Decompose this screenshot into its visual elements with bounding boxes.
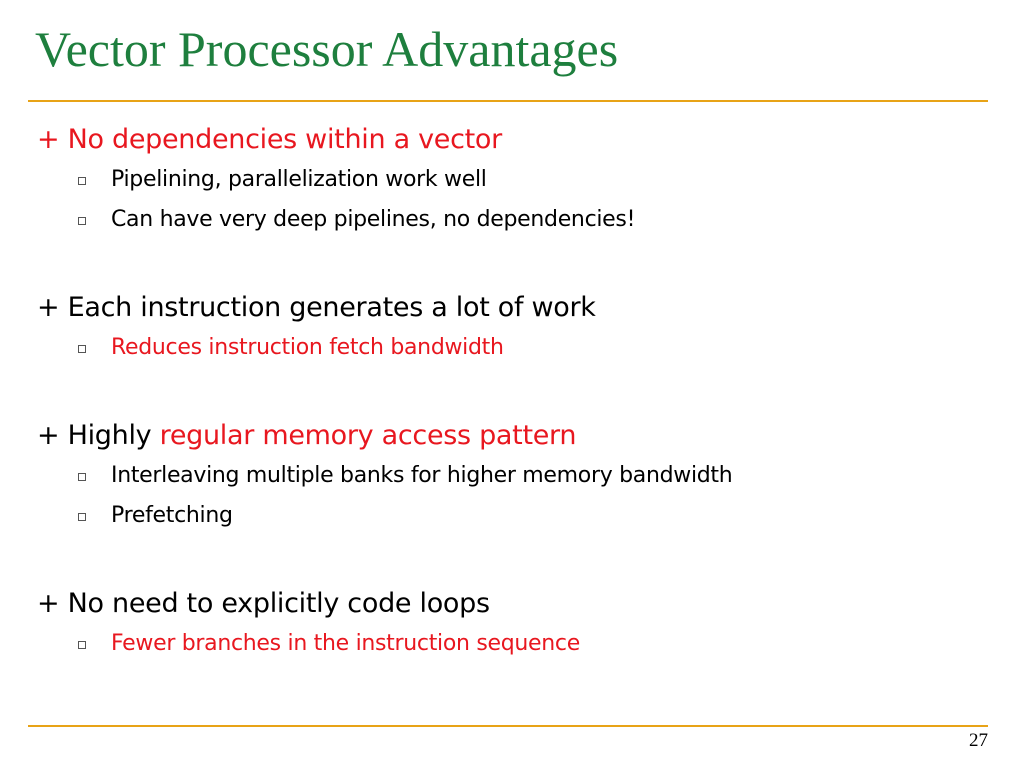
subbullet-interleaving: Interleaving multiple banks for higher m… bbox=[37, 456, 987, 496]
bullet-no-dependencies: + No dependencies within a vector bbox=[37, 124, 502, 155]
square-bullet-icon bbox=[78, 177, 86, 185]
subbullet-pipelining: Pipelining, parallelization work well bbox=[37, 160, 987, 200]
subbullet-text: Pipelining, parallelization work well bbox=[111, 167, 487, 192]
square-bullet-icon bbox=[78, 473, 86, 481]
subbullet-fetch-bandwidth: Reduces instruction fetch bandwidth bbox=[37, 328, 987, 368]
footer-divider bbox=[28, 725, 988, 727]
page-number: 27 bbox=[969, 730, 988, 751]
subbullet-fewer-branches: Fewer branches in the instruction sequen… bbox=[37, 624, 987, 664]
title-divider bbox=[28, 100, 988, 102]
subbullet-text: Can have very deep pipelines, no depende… bbox=[111, 207, 636, 232]
square-bullet-icon bbox=[78, 217, 86, 225]
subbullet-text: Prefetching bbox=[111, 503, 233, 528]
bullet-memory-access: + Highly regular memory access pattern bbox=[37, 416, 987, 456]
bullet-lot-of-work: + Each instruction generates a lot of wo… bbox=[37, 292, 596, 323]
subbullet-deep-pipelines: Can have very deep pipelines, no depende… bbox=[37, 200, 987, 240]
square-bullet-icon bbox=[78, 641, 86, 649]
subbullet-text: Reduces instruction fetch bandwidth bbox=[111, 335, 504, 360]
bullet-no-loops: + No need to explicitly code loops bbox=[37, 588, 490, 619]
slide-title: Vector Processor Advantages bbox=[35, 21, 619, 77]
square-bullet-icon bbox=[78, 513, 86, 521]
subbullet-prefetching: Prefetching bbox=[37, 496, 987, 536]
slide-content: + No dependencies within a vector Pipeli… bbox=[37, 120, 987, 664]
square-bullet-icon bbox=[78, 345, 86, 353]
bullet-prefix: + Highly bbox=[37, 420, 160, 451]
subbullet-text: Fewer branches in the instruction sequen… bbox=[111, 631, 580, 656]
bullet-highlight: regular memory access pattern bbox=[159, 420, 577, 451]
subbullet-text: Interleaving multiple banks for higher m… bbox=[111, 463, 733, 488]
